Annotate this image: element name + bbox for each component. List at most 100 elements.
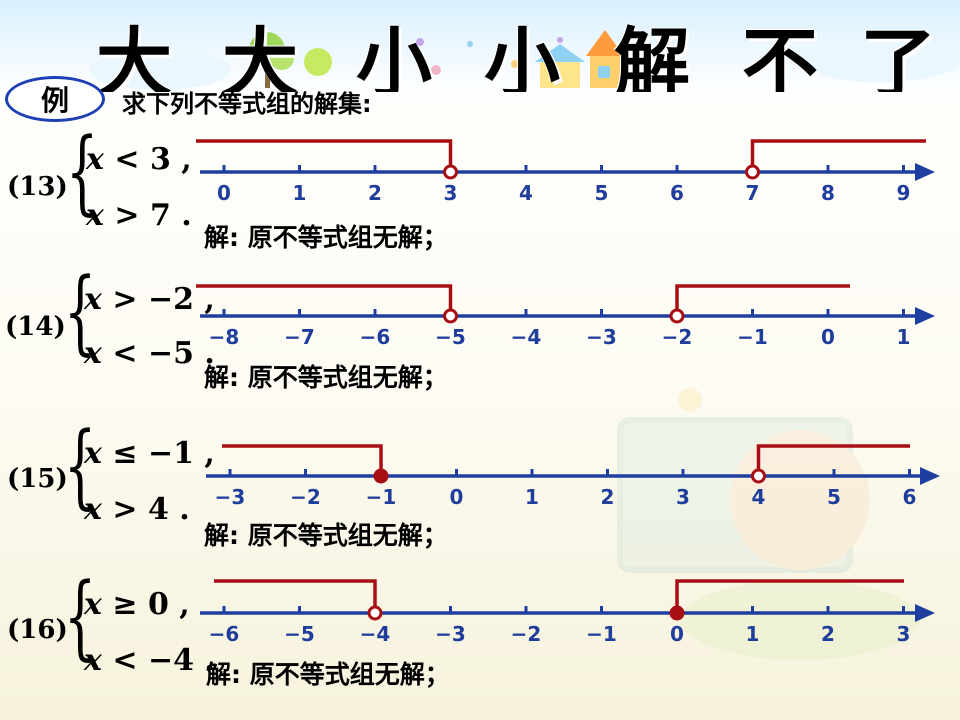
problem-number: (14) [5,312,66,342]
inequality-2: x > 4 . [84,492,190,527]
title-char-7: 了 [860,19,936,92]
open-endpoint [745,164,760,180]
solution-ray [675,579,904,613]
tick-label: 0 [670,622,684,646]
tick-label: 5 [827,485,841,509]
tick-label: −5 [284,622,315,646]
solution-ray [750,139,926,172]
problem-14: (14) { x > −2 , x < −5 . −8−7−6−5−4−3−2−… [0,266,960,410]
tick-label: −2 [290,485,321,509]
tick-label: 1 [525,485,539,509]
tick-label: −3 [586,325,617,349]
problem-number: (15) [7,464,68,494]
tick-label: −1 [366,485,397,509]
tick-label: −4 [511,325,542,349]
tick-label: −5 [435,325,466,349]
tick-label: 1 [746,622,760,646]
number-line: −6 −5 −4 −3 −2 −1 0 1 2 3 [200,579,935,646]
problem-number: (13) [7,172,68,202]
tick-label: 7 [746,181,760,205]
tick-label: 9 [897,181,911,205]
solution-ray [196,284,453,316]
tick-label: 5 [595,181,609,205]
tick-label: 0 [450,485,464,509]
inequality-1: x < 3 , [86,142,192,177]
tree-icon [90,30,960,90]
tick-label: 2 [368,181,382,205]
title-char-2: 大 [222,19,298,92]
tick-label: 3 [444,181,458,205]
tick-label: 8 [821,181,835,205]
title-banner: 大 大 小 小 解 不 了 [0,0,960,92]
solution-ray [214,579,377,613]
solution-ray [756,444,910,476]
open-endpoint [669,308,685,324]
title-char-4: 小 [484,19,560,92]
answer-text: 解: 原不等式组无解； [204,521,448,550]
left-brace: { [66,118,99,225]
inequality-1: x > −2 , [84,282,215,317]
inequality-1: x ≥ 0 , [84,587,190,622]
open-endpoint [751,468,766,484]
tick-label: −4 [360,622,391,646]
tick-label: 1 [293,181,307,205]
axis-arrow-icon [915,604,935,622]
tick-label: 0 [821,325,835,349]
example-badge: 例 [5,76,105,122]
tick-label: −3 [435,622,466,646]
axis-arrow-icon [915,163,935,181]
inequality-1: x ≤ −1 , [84,436,215,471]
tick-label: 0 [217,181,231,205]
tick-label: 1 [897,325,911,349]
open-endpoint [367,605,383,621]
solution-ray [196,139,453,172]
open-endpoint [443,164,458,180]
title-char-1: 大 [96,19,172,92]
tick-label: 6 [670,181,684,205]
left-brace: { [64,563,97,670]
tick-label: −6 [209,622,240,646]
tick-label: 4 [752,485,766,509]
title-char-3: 小 [356,19,432,92]
left-brace: { [64,258,97,365]
title-char-5: 解 [614,19,690,92]
inequality-2: x < −4 . [84,643,215,678]
inequality-2: x < −5 . [84,336,215,371]
tick-label: −7 [284,325,315,349]
closed-endpoint [669,605,685,621]
title-char-6: 不 [742,19,818,92]
solution-ray [675,284,850,316]
tick-label: 2 [821,622,835,646]
tick-label: 2 [601,485,615,509]
tick-label: 3 [897,622,911,646]
left-brace: { [64,412,97,519]
tick-label: −8 [209,325,240,349]
inequality-2: x > 7 . [86,198,192,233]
tick-label: 4 [519,181,533,205]
tick-label: 3 [676,485,690,509]
axis-arrow-icon [915,307,935,325]
number-line: 0 1 2 3 4 5 6 7 8 9 [196,139,935,205]
solution-ray [222,444,383,476]
tick-label: −1 [737,325,768,349]
axis-arrow-icon [920,467,940,485]
number-line: −3 −2 −1 0 1 2 3 4 5 6 [206,444,940,509]
tick-label: −2 [511,622,542,646]
tick-label: −3 [215,485,246,509]
number-line: −8 −7 −6 −5 −4 −3 −2 −1 0 1 [196,284,935,349]
instruction-text: 求下列不等式组的解集: [122,90,372,118]
tick-label: −2 [662,325,693,349]
answer-text: 解: 原不等式组无解； [204,363,448,392]
answer-text: 解: 原不等式组无解； [204,223,448,252]
answer-text: 解: 原不等式组无解； [206,660,450,689]
classroom-illustration [617,388,920,660]
tick-label: 6 [903,485,917,509]
tick-label: −1 [586,622,617,646]
tick-label: −6 [360,325,391,349]
problem-number: (16) [7,615,68,645]
closed-endpoint [373,468,389,484]
open-endpoint [443,308,458,324]
